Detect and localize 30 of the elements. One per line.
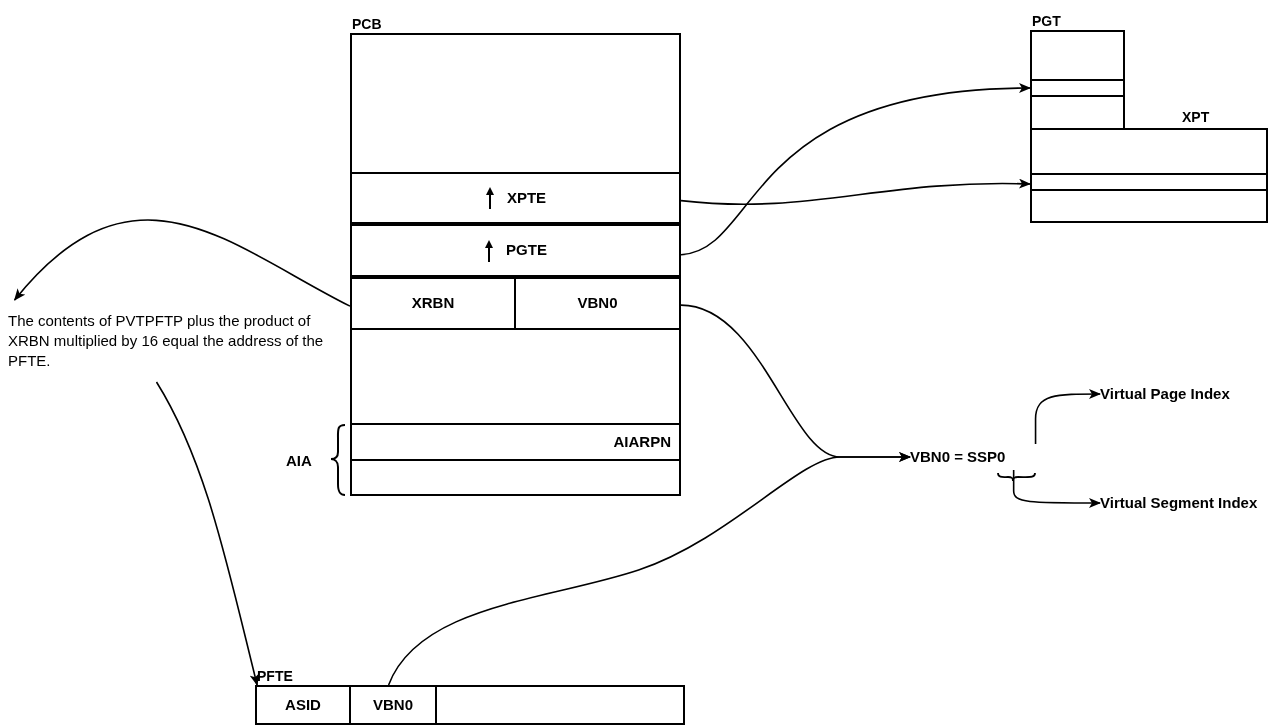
table-heading: PGT xyxy=(1032,12,1061,30)
entry-row xyxy=(1030,173,1268,191)
field-label: XPTE xyxy=(506,187,547,208)
arrow xyxy=(1012,469,1101,508)
arrow xyxy=(680,178,1031,206)
arrow xyxy=(155,381,260,686)
field-row xyxy=(350,423,681,461)
field-box xyxy=(514,277,681,330)
text: Virtual Segment Index xyxy=(1100,492,1258,513)
arrow xyxy=(13,219,351,307)
table-heading: XPT xyxy=(1182,108,1210,126)
arrow xyxy=(387,452,911,686)
field-label: VBN0 xyxy=(373,694,413,715)
arrow xyxy=(680,83,1031,256)
field-row xyxy=(350,224,681,277)
text: VBN0 = SSP0 xyxy=(910,446,1006,467)
entry-row xyxy=(1030,79,1125,97)
field-box xyxy=(350,277,516,330)
text: The contents of PVTPFTP plus the product of XRBN multiplied by 16 equal the address of the PFTE. xyxy=(8,311,325,371)
table-heading: PCB xyxy=(352,15,382,33)
part-label: AIA xyxy=(286,451,312,471)
field-label: PGTE xyxy=(506,240,547,261)
arrow xyxy=(1034,389,1101,445)
field-row xyxy=(350,172,681,224)
field-label: ASID xyxy=(285,694,321,715)
field-label: VBN0 xyxy=(577,293,618,314)
table-heading: PFTE xyxy=(257,667,293,685)
field-label: AIARPN xyxy=(613,431,671,452)
field-label: XRBN xyxy=(411,293,455,314)
text: Virtual Page Index xyxy=(1100,383,1230,404)
